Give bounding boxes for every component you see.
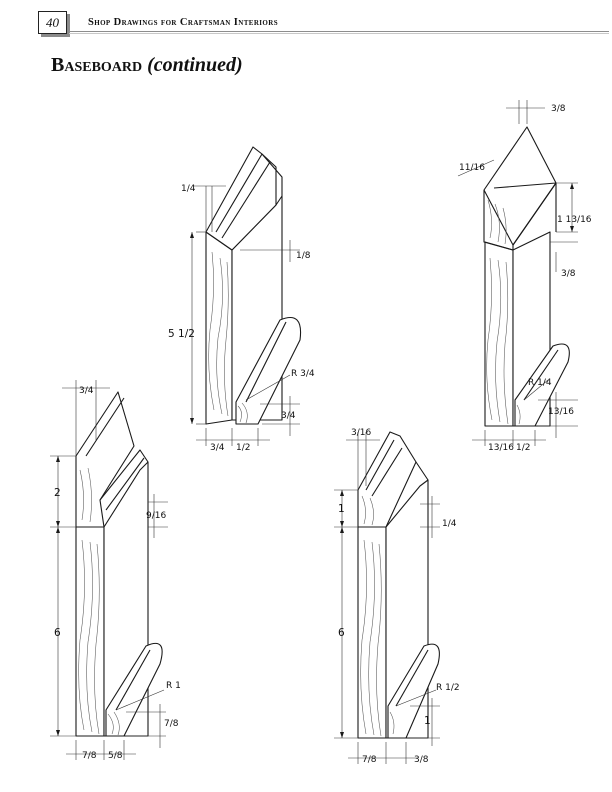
dim-cap-height: 1 13/16 <box>557 215 592 225</box>
dim-shoe-radius: R 1 <box>166 681 181 691</box>
dim-board-thickness: 13/16 <box>488 443 514 453</box>
dim-cap-height: 2 <box>54 487 61 499</box>
dim-shoe-height: 3/4 <box>281 411 296 421</box>
dim-bead-step: 1/4 <box>442 519 457 529</box>
dim-shoe-height: 7/8 <box>164 719 179 729</box>
dim-shoe-width: 1/2 <box>236 443 250 453</box>
profile-bottom-left: 3/4 2 9/16 6 R 1 7/8 7/8 5/8 <box>50 380 181 761</box>
dim-shoe-radius: R 1/4 <box>528 378 552 388</box>
dim-board-height: 5 1/2 <box>168 328 195 340</box>
running-header: Shop Drawings for Craftsman Interiors <box>88 17 279 28</box>
dim-shoe-width: 5/8 <box>108 751 123 761</box>
dim-bead-step: 1/8 <box>296 251 311 261</box>
dim-shoe-width: 1/2 <box>516 443 530 453</box>
section-title-suffix: (continued) <box>147 54 243 76</box>
dim-bead-step: 9/16 <box>146 511 166 521</box>
dim-cap-top: 3/16 <box>351 428 371 438</box>
dim-shoe-width: 3/8 <box>414 755 429 765</box>
header-rule <box>69 31 609 32</box>
dim-cap-width: 1/4 <box>181 184 196 194</box>
dim-shoe-radius: R 1/2 <box>436 683 460 693</box>
dim-shoe-height: 1 <box>424 715 431 727</box>
dim-cap-height: 1 <box>338 503 345 515</box>
dim-board-thickness: 3/4 <box>210 443 225 453</box>
dim-board-thickness: 7/8 <box>82 751 97 761</box>
header-rule-shadow <box>69 33 609 34</box>
profile-top-right: 3/8 11/16 1 13/16 3/8 R 1/4 13/16 13/16 … <box>457 100 592 453</box>
dim-cap-offset: 3/8 <box>561 269 576 279</box>
dim-cap-top: 3/8 <box>551 104 566 114</box>
profile-bottom-center: 3/16 1 1/4 6 R 1/2 1 7/8 3/8 <box>334 428 460 765</box>
dim-board-thickness: 7/8 <box>362 755 377 765</box>
dim-cap-slope: 11/16 <box>459 163 485 173</box>
section-heading: Baseboard (continued) <box>51 54 243 77</box>
profile-top-center: 1/4 1/8 5 1/2 R 3/4 3/4 3/4 1/2 <box>168 146 315 453</box>
dim-board-height: 6 <box>54 627 61 639</box>
dim-shoe-radius: R 3/4 <box>291 369 315 379</box>
dim-board-height: 6 <box>338 627 345 639</box>
dim-shoe-height: 13/16 <box>548 407 574 417</box>
section-title: Baseboard <box>51 54 143 76</box>
page-number: 40 <box>38 11 67 34</box>
dim-cap-top: 3/4 <box>79 386 94 396</box>
